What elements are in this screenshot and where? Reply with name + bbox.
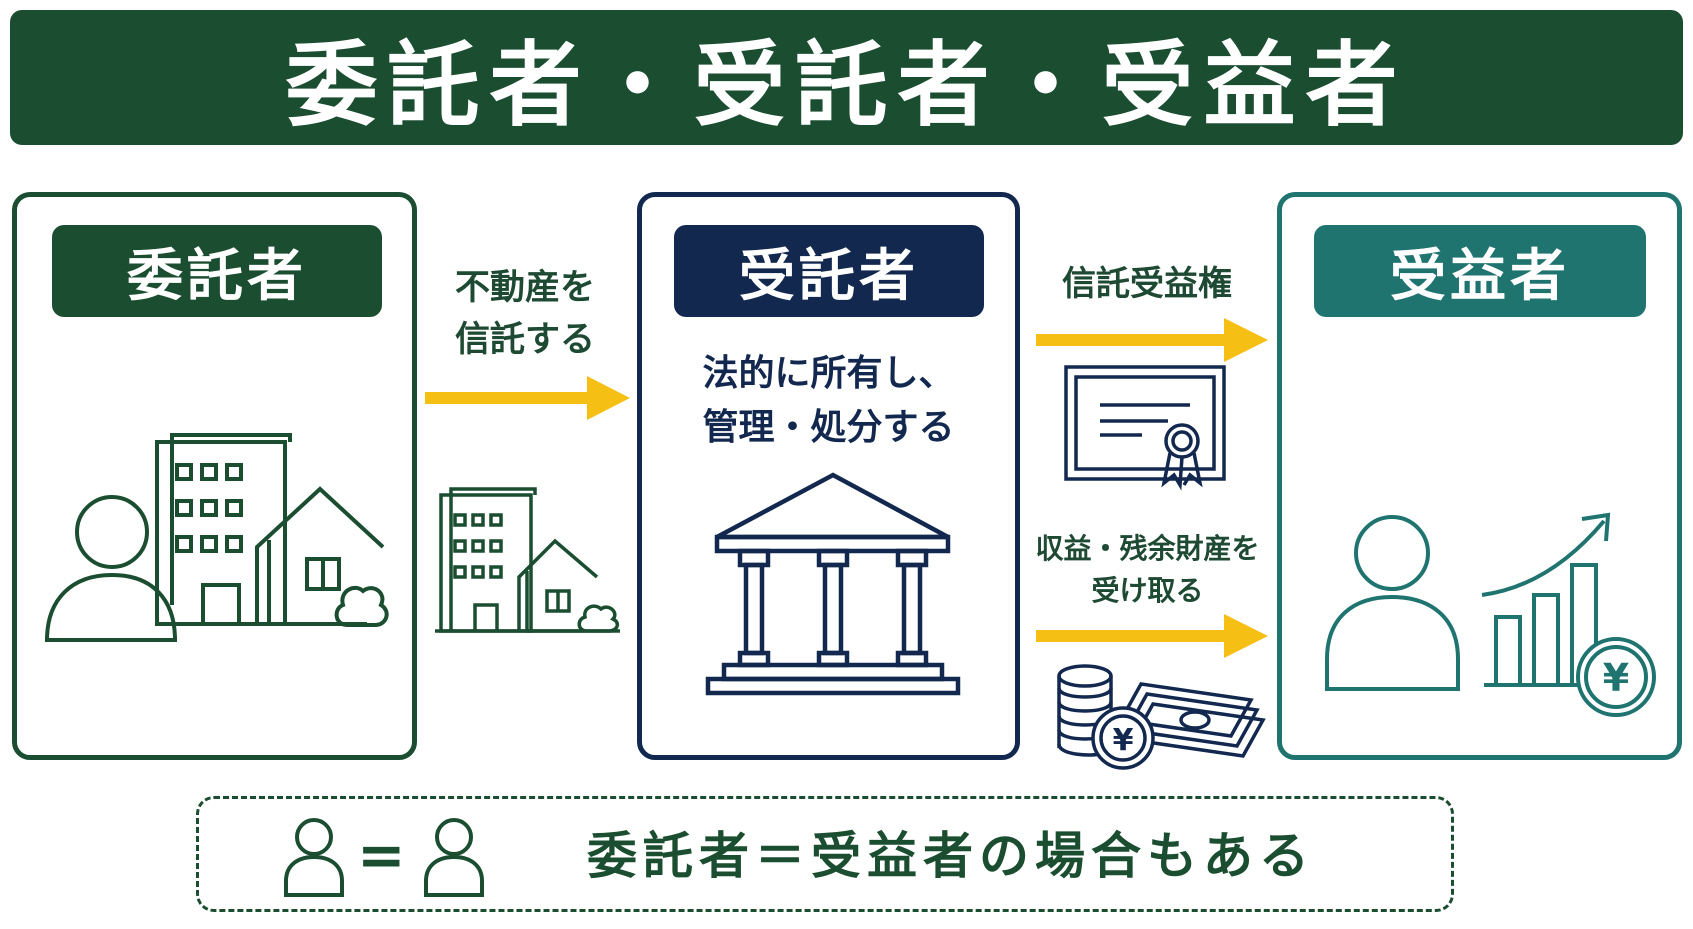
footer-note: = 委託者＝受益者の場合もある [196, 796, 1454, 912]
entrust-arrow-icon [425, 376, 630, 420]
beneficiary-illustration: ¥ [1325, 512, 1656, 717]
beneficiary-panel: 受益者 ¥ [1277, 192, 1682, 760]
small-property-illustration [435, 487, 620, 633]
income-arrow-icon [1036, 614, 1268, 658]
title-banner: 委託者・受託者・受益者 [10, 10, 1683, 145]
person-icon-2 [424, 818, 484, 897]
tree-icon [334, 585, 389, 627]
trustee-description: 法的に所有し、 管理・処分する [702, 353, 955, 448]
person-icon [284, 818, 344, 897]
bank-icon [705, 472, 961, 696]
equals-sign: = [357, 821, 406, 889]
yen-coin-symbol: ¥ [1113, 723, 1134, 758]
footer-note-text: 委託者＝受益者の場合もある [587, 827, 1315, 885]
trustee-label: 受託者 [674, 225, 984, 317]
settlor-property-illustration [44, 433, 389, 642]
settlor-person-icon [75, 495, 149, 569]
beneficiary-label: 受益者 [1314, 225, 1646, 317]
trustee-panel: 受託者 法的に所有し、 管理・処分する [637, 192, 1020, 760]
settlor-panel: 委託者 [12, 192, 417, 760]
settlor-label: 委託者 [52, 225, 382, 317]
trust-right-arrow-icon [1036, 318, 1268, 362]
entrust-flow-label: 不動産を 信託する [454, 268, 595, 360]
building-back-icon [170, 433, 292, 605]
house-icon [255, 486, 385, 626]
trust-right-flow-label: 信託受益権 [1062, 264, 1232, 304]
certificate-icon [1064, 365, 1226, 491]
income-flow-label: 収益・残余財産を 受け取る [1035, 532, 1260, 607]
beneficiary-person-icon [1354, 515, 1430, 591]
building-icon [155, 440, 287, 626]
yen-symbol: ¥ [1603, 656, 1629, 700]
money-icon: ¥ [1057, 664, 1266, 770]
page-title: 委託者・受託者・受益者 [285, 32, 1408, 139]
